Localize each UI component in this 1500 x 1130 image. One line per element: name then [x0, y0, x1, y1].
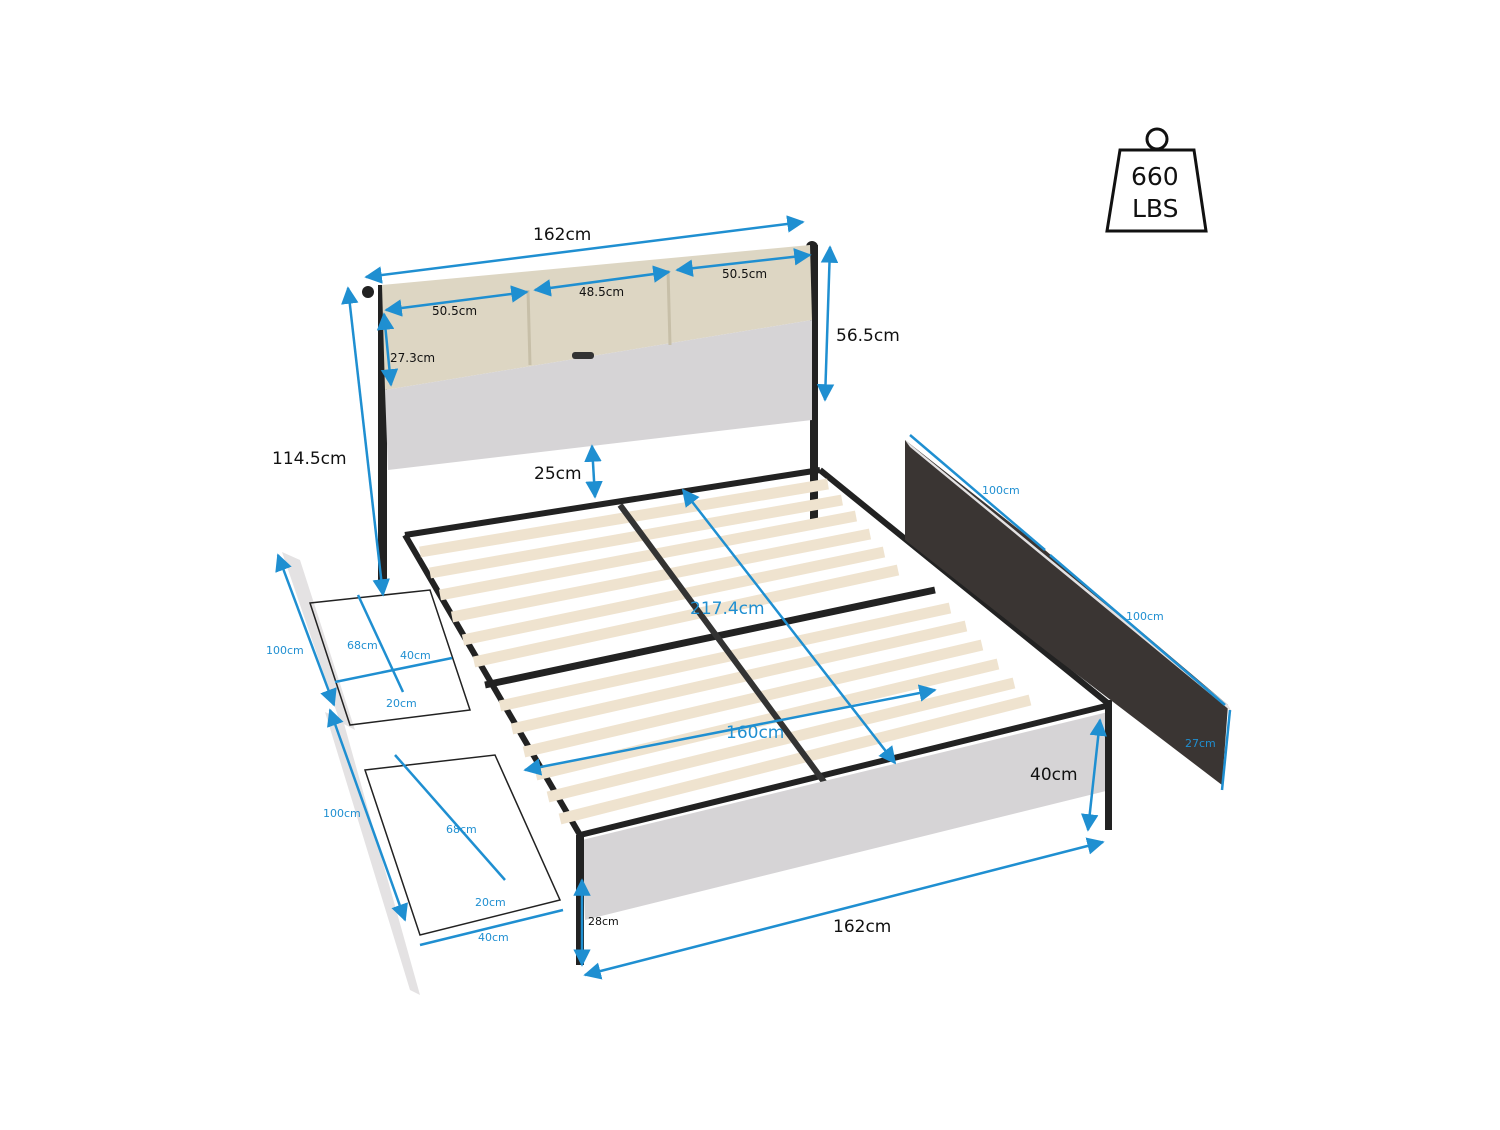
- diagonal-length-label: 217.4cm: [690, 599, 765, 619]
- footboard-width-label: 162cm: [833, 917, 892, 937]
- drawer-right: [905, 440, 1232, 785]
- dimension-lines: [275, 215, 1232, 980]
- footboard-height-label: 28cm: [588, 915, 619, 928]
- drawer-left-bottom-length-label: 100cm: [323, 807, 361, 820]
- drawer-left-top-width-label: 40cm: [400, 649, 431, 662]
- shelf-right-width-label: 50.5cm: [722, 267, 768, 281]
- shelf-middle-width-label: 48.5cm: [579, 285, 625, 299]
- weight-unit: LBS: [1132, 194, 1179, 223]
- weight-value: 660: [1131, 162, 1179, 191]
- headboard-width-label: 162cm: [533, 225, 592, 245]
- drawer-left-top-length-label: 100cm: [266, 644, 304, 657]
- clearance-label: 25cm: [534, 464, 582, 484]
- drawer-left-bottom-depth-label: 68cm: [446, 823, 477, 836]
- drawer-right-back-length-label: 100cm: [982, 484, 1020, 497]
- drawer-right-front-height-label: 27cm: [1185, 737, 1216, 750]
- drawer-left-bottom-height-label: 20cm: [475, 896, 506, 909]
- drawer-left-top-height-label: 20cm: [386, 697, 417, 710]
- inner-width-label: 160cm: [726, 723, 785, 743]
- side-height-label: 40cm: [1030, 765, 1078, 785]
- total-height-label: 114.5cm: [272, 449, 347, 469]
- drawer-right-front-length-label: 100cm: [1126, 610, 1164, 623]
- shelf-left-width-label: 50.5cm: [432, 304, 478, 318]
- headboard-panel-height-label: 56.5cm: [836, 326, 900, 346]
- drawer-left-top-depth-label: 68cm: [347, 639, 378, 652]
- weight-icon: [1105, 127, 1208, 233]
- shelf-height-label: 27.3cm: [390, 351, 436, 365]
- drawer-left-bottom-width-label: 40cm: [478, 931, 509, 944]
